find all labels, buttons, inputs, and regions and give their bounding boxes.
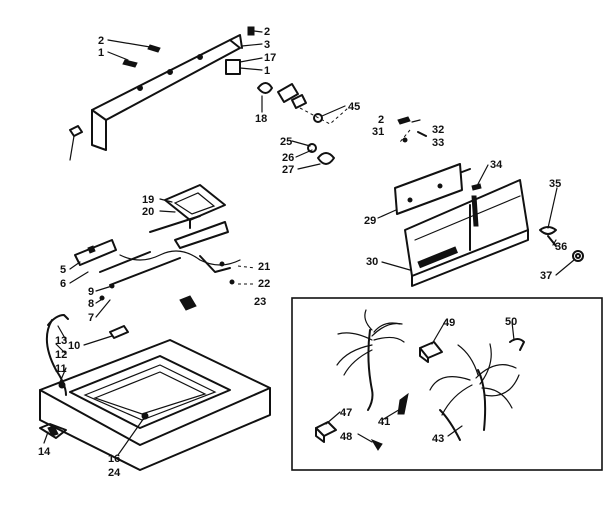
callout-45: 45 xyxy=(348,101,360,113)
callout-1-top-left: 1 xyxy=(98,47,104,59)
wiring-harness-right xyxy=(429,343,520,441)
screw-34 xyxy=(471,183,482,191)
callout-20: 20 xyxy=(142,206,154,218)
callout-31: 31 xyxy=(372,126,384,138)
clip-assembly xyxy=(257,82,349,165)
callout-7: 7 xyxy=(88,312,94,324)
callout-41: 41 xyxy=(378,416,390,428)
callout-48: 48 xyxy=(340,431,352,443)
top-rail-assembly xyxy=(69,34,243,161)
callout-30: 30 xyxy=(366,256,378,268)
callout-22: 22 xyxy=(258,278,270,290)
cabinet-top xyxy=(39,325,271,471)
drain-hose xyxy=(45,314,69,396)
clip-50 xyxy=(509,338,525,351)
callout-36: 36 xyxy=(555,241,567,253)
bracket-20 xyxy=(149,215,229,249)
callout-3: 3 xyxy=(264,39,270,51)
pressure-switch-housing xyxy=(164,184,226,229)
inset-frame xyxy=(291,297,603,471)
callout-1-top: 1 xyxy=(264,65,270,77)
callout-29: 29 xyxy=(364,215,376,227)
leader-lines xyxy=(43,30,575,456)
callout-21: 21 xyxy=(258,261,270,273)
callout-23: 23 xyxy=(254,296,266,308)
callout-2-top: 2 xyxy=(264,26,270,38)
wiring-harness-left xyxy=(336,309,405,411)
callout-25: 25 xyxy=(280,136,292,148)
callout-12: 12 xyxy=(55,349,67,361)
control-panel-bracket xyxy=(394,163,471,215)
screw-1 xyxy=(122,44,161,68)
callout-2-top-left: 2 xyxy=(98,35,104,47)
control-panel xyxy=(404,179,529,287)
connector-49 xyxy=(419,341,443,363)
callout-32: 32 xyxy=(432,124,444,136)
callout-35: 35 xyxy=(549,178,561,190)
callout-labels: 2 1 2 3 17 1 18 45 2 31 32 33 25 26 27 3… xyxy=(38,26,567,479)
callout-19: 19 xyxy=(142,194,154,206)
callout-18: 18 xyxy=(255,113,267,125)
callout-27: 27 xyxy=(282,164,294,176)
hardware-set-right xyxy=(397,116,427,143)
clip-48 xyxy=(370,438,383,451)
callout-14: 14 xyxy=(38,446,51,458)
callout-11: 11 xyxy=(55,363,67,375)
callout-34: 34 xyxy=(490,159,503,171)
callout-26: 26 xyxy=(282,152,294,164)
callout-17: 17 xyxy=(264,52,276,64)
wire-harness-middle xyxy=(119,250,256,285)
callout-9: 9 xyxy=(88,286,94,298)
callout-47: 47 xyxy=(340,407,352,419)
callout-49: 49 xyxy=(443,317,455,329)
callout-2-right: 2 xyxy=(378,114,384,126)
callout-5: 5 xyxy=(60,264,66,276)
callout-13: 13 xyxy=(55,335,67,347)
callout-10: 10 xyxy=(68,340,80,352)
callout-24: 24 xyxy=(108,467,121,479)
callout-16: 16 xyxy=(108,453,120,465)
callout-37: 37 xyxy=(540,270,552,282)
connector-47 xyxy=(315,421,337,443)
valve-bracket-left xyxy=(74,239,197,311)
callout-43: 43 xyxy=(432,433,444,445)
leveling-foot xyxy=(39,423,67,439)
connector-41 xyxy=(397,392,409,415)
callout-8: 8 xyxy=(88,298,94,310)
callout-33: 33 xyxy=(432,137,444,149)
callout-50: 50 xyxy=(505,316,517,328)
screw-2 xyxy=(247,26,255,36)
knob-assembly xyxy=(539,226,584,262)
callout-6: 6 xyxy=(60,278,66,290)
